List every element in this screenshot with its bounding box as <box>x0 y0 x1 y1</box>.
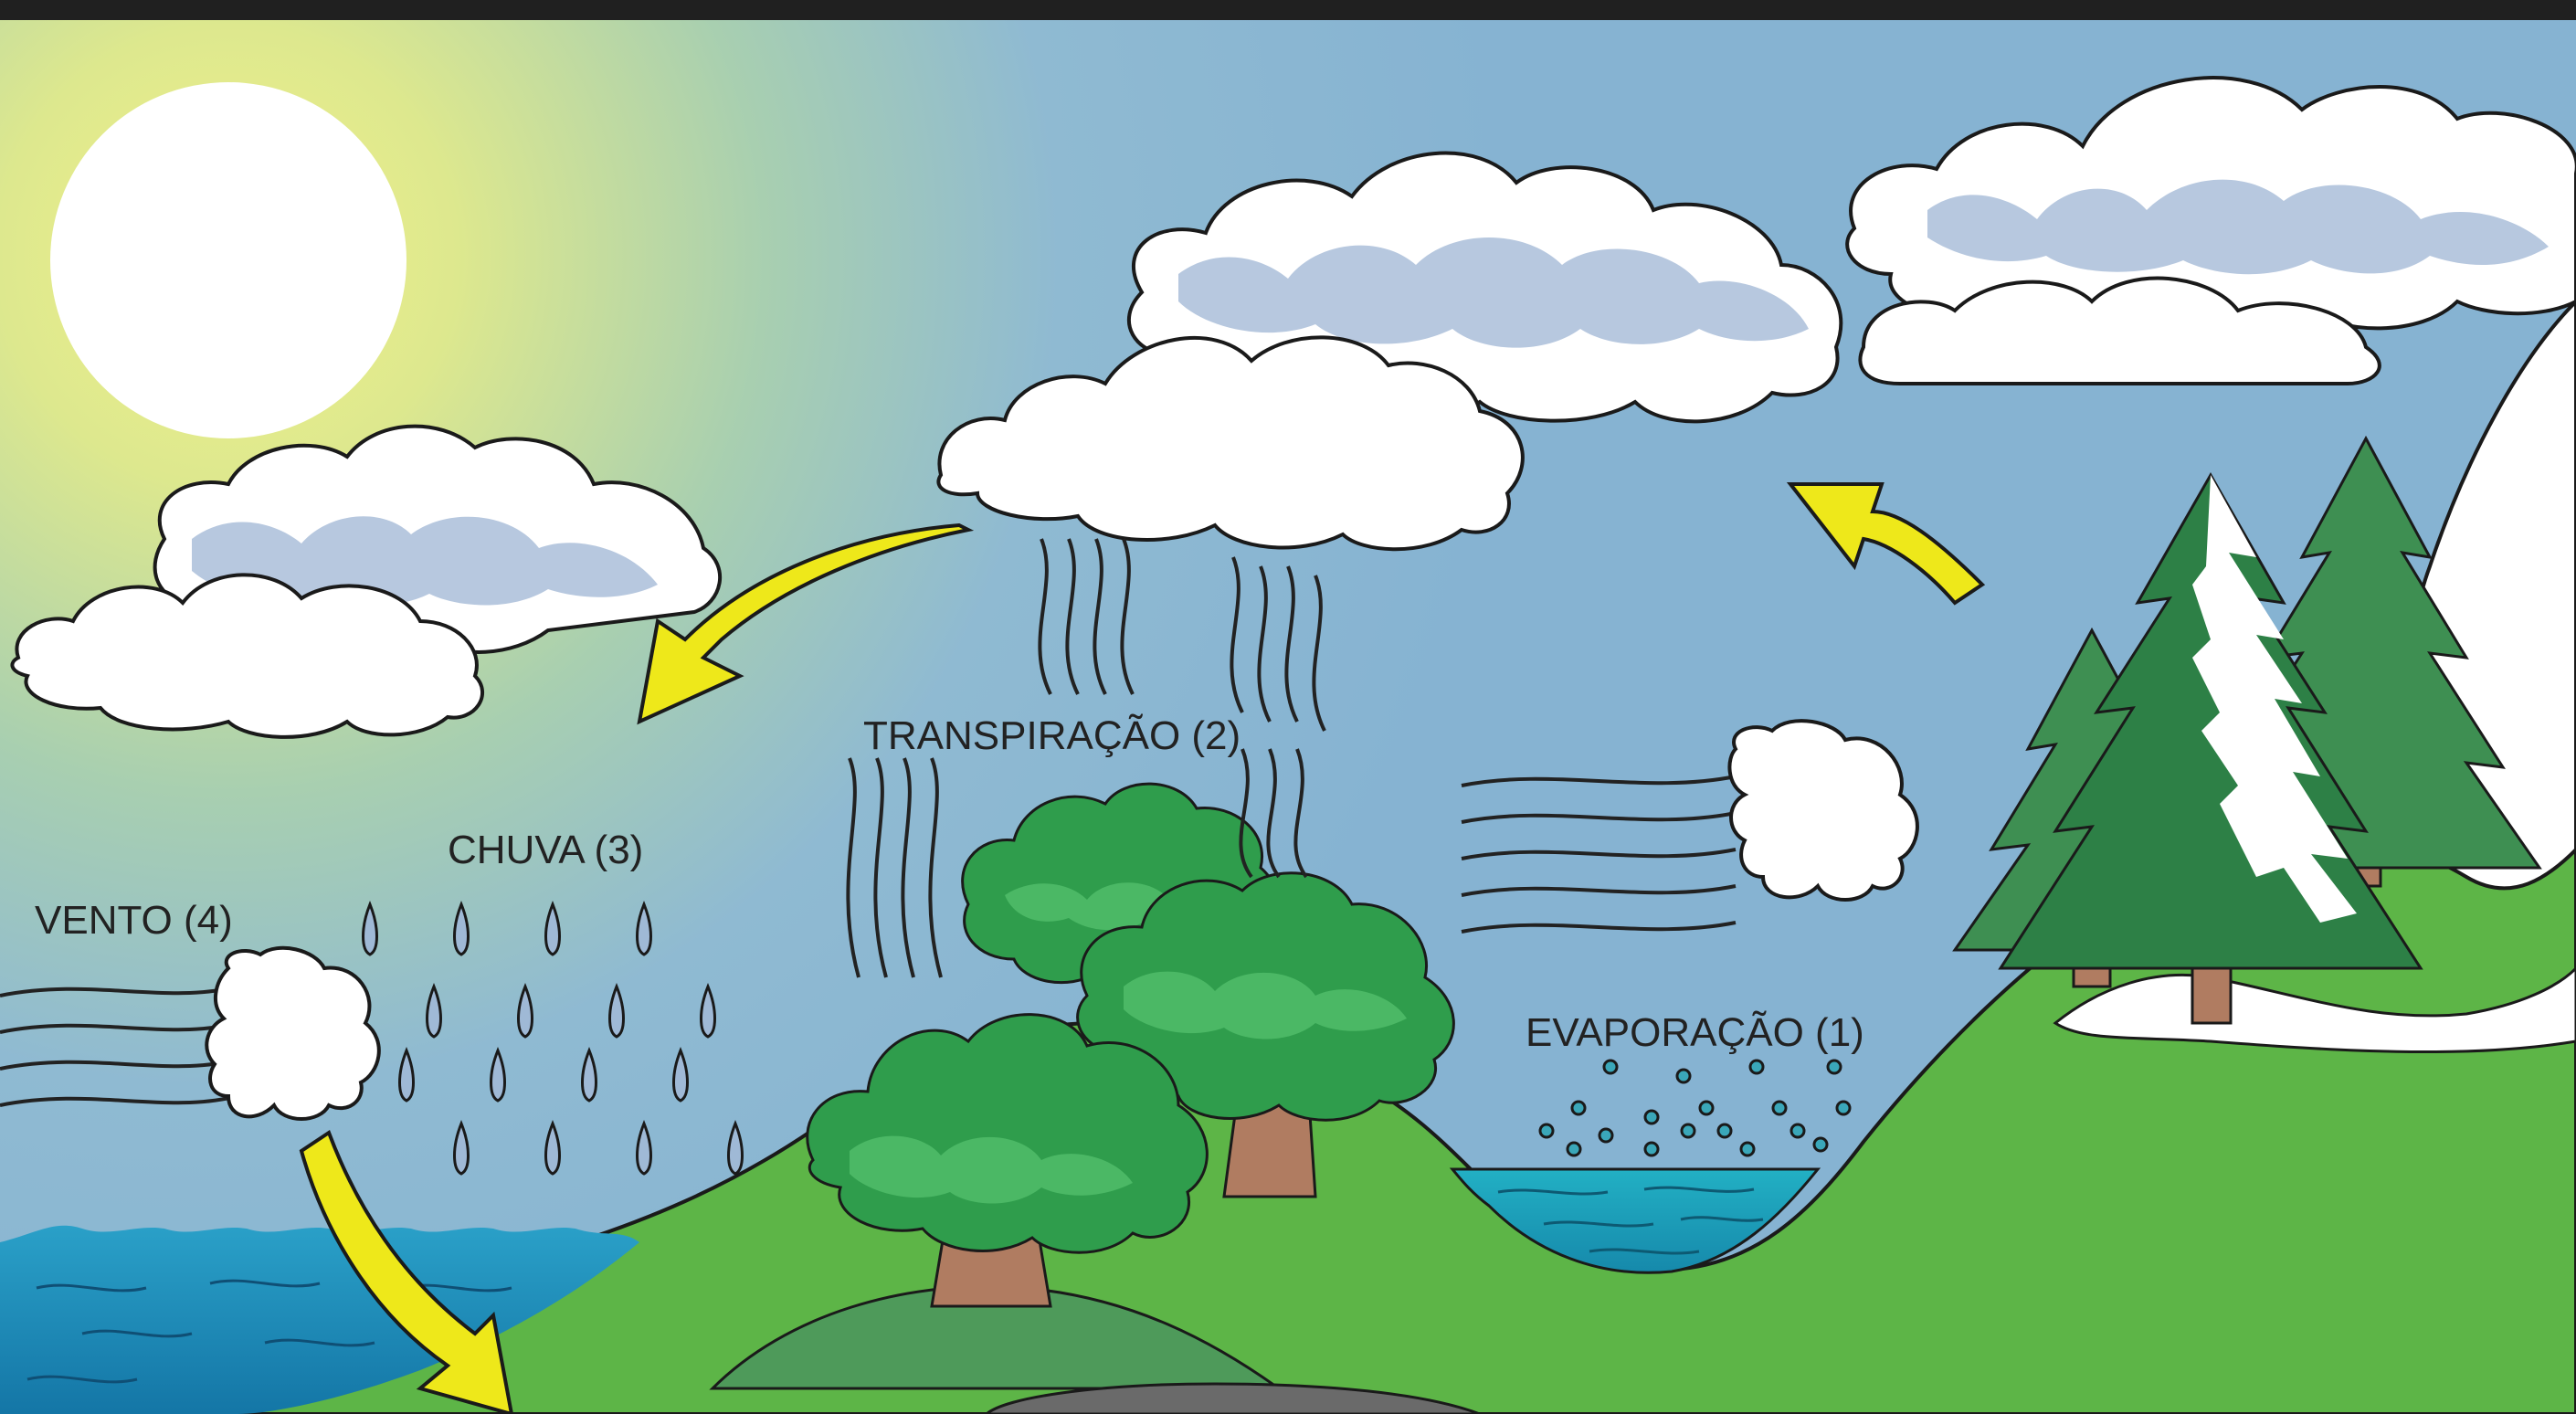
evaporation-label: EVAPORAÇÃO (1) <box>1526 1009 1864 1055</box>
rain-label: CHUVA (3) <box>448 828 643 872</box>
wind-label: VENTO (4) <box>35 898 233 943</box>
transpiration-label: TRANSPIRAÇÃO (2) <box>863 712 1240 758</box>
top-dark-band <box>0 0 2576 20</box>
sun <box>50 82 406 438</box>
